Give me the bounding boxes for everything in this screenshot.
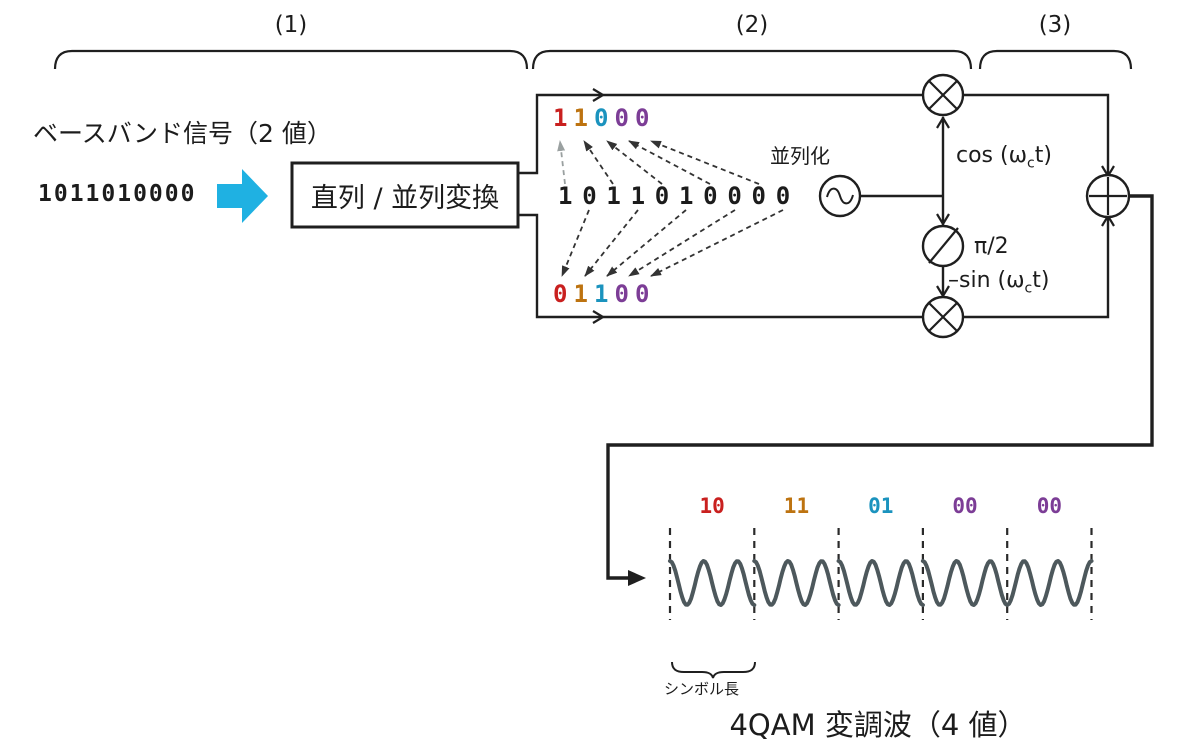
serial-bit: 0 bbox=[703, 182, 718, 210]
symbol-labels-row: 10 11 01 00 00 bbox=[670, 494, 1091, 518]
symbol-label: 00 bbox=[1036, 494, 1062, 518]
lower-bit: 1 bbox=[594, 280, 609, 308]
upper-bit: 1 bbox=[553, 104, 568, 132]
symbol-label: 01 bbox=[868, 494, 894, 518]
serial-bit: 0 bbox=[727, 182, 742, 210]
serial-bits-row: 1 0 1 1 0 1 0 0 0 0 bbox=[558, 184, 790, 208]
output-wire bbox=[606, 194, 1154, 580]
brace-section-3 bbox=[978, 49, 1133, 70]
serial-bit: 1 bbox=[678, 182, 694, 210]
circuit-wires bbox=[518, 93, 1110, 319]
symbol-label: 00 bbox=[952, 494, 978, 518]
oscillator-sine-glyph bbox=[826, 187, 854, 205]
serial-parallel-box bbox=[290, 161, 520, 229]
baseband-signal-label: ベースバンド信号（2 値） bbox=[33, 119, 332, 148]
lower-bit: 0 bbox=[553, 280, 568, 308]
section-label-1: (1) bbox=[274, 12, 308, 38]
section-label-3: (3) bbox=[1038, 12, 1072, 38]
baseband-bitstream: 1011010000 bbox=[38, 181, 197, 207]
upper-branch-bits: 1 1 0 0 0 bbox=[553, 106, 649, 130]
serial-bit: 0 bbox=[751, 182, 766, 210]
section-label-2: (2) bbox=[735, 12, 769, 38]
upper-bit: 0 bbox=[614, 104, 629, 132]
output-arrowhead-icon bbox=[628, 570, 646, 586]
bit-fan-arrows bbox=[557, 140, 784, 277]
serial-bit: 1 bbox=[558, 182, 573, 210]
serial-parallel-label: 直列 / 並列変換 bbox=[310, 182, 500, 214]
upper-bit: 0 bbox=[594, 104, 609, 132]
brace-section-1 bbox=[53, 49, 529, 70]
serial-bit: 1 bbox=[630, 182, 646, 210]
symbol-label: 10 bbox=[699, 494, 725, 518]
upper-bit: 1 bbox=[573, 104, 588, 132]
symbol-length-brace bbox=[671, 661, 756, 679]
serial-bit: 0 bbox=[582, 182, 597, 210]
upper-bit: 0 bbox=[635, 104, 650, 132]
parallelizer-label: 並列化 bbox=[770, 144, 830, 168]
symbol-boundaries bbox=[668, 528, 1093, 620]
lower-bit: 1 bbox=[573, 280, 588, 308]
symbol-length-label: シンボル長 bbox=[664, 680, 740, 698]
sin-carrier-label: –sin (ωct) bbox=[948, 268, 1050, 297]
lower-bit: 0 bbox=[614, 280, 629, 308]
serial-bit: 0 bbox=[775, 182, 791, 210]
qam-waveform bbox=[668, 559, 1094, 607]
adder-plus bbox=[1089, 177, 1127, 215]
diagram-title: 4QAM 変調波（4 値） bbox=[729, 708, 1027, 742]
phase-shift-label: π/2 bbox=[974, 234, 1009, 259]
multiplier-bottom-x bbox=[928, 302, 958, 332]
multiplier-top-x bbox=[928, 80, 958, 110]
brace-section-2 bbox=[531, 49, 973, 70]
serial-bit: 1 bbox=[606, 182, 621, 210]
lower-branch-bits: 0 1 1 0 0 bbox=[553, 282, 649, 306]
symbol-label: 11 bbox=[783, 494, 810, 518]
lower-bit: 0 bbox=[635, 280, 650, 308]
phase-shifter-slash bbox=[928, 227, 959, 264]
cos-carrier-label: cos (ωct) bbox=[956, 143, 1052, 172]
input-arrow-icon bbox=[217, 169, 268, 223]
serial-bit: 0 bbox=[654, 182, 670, 210]
